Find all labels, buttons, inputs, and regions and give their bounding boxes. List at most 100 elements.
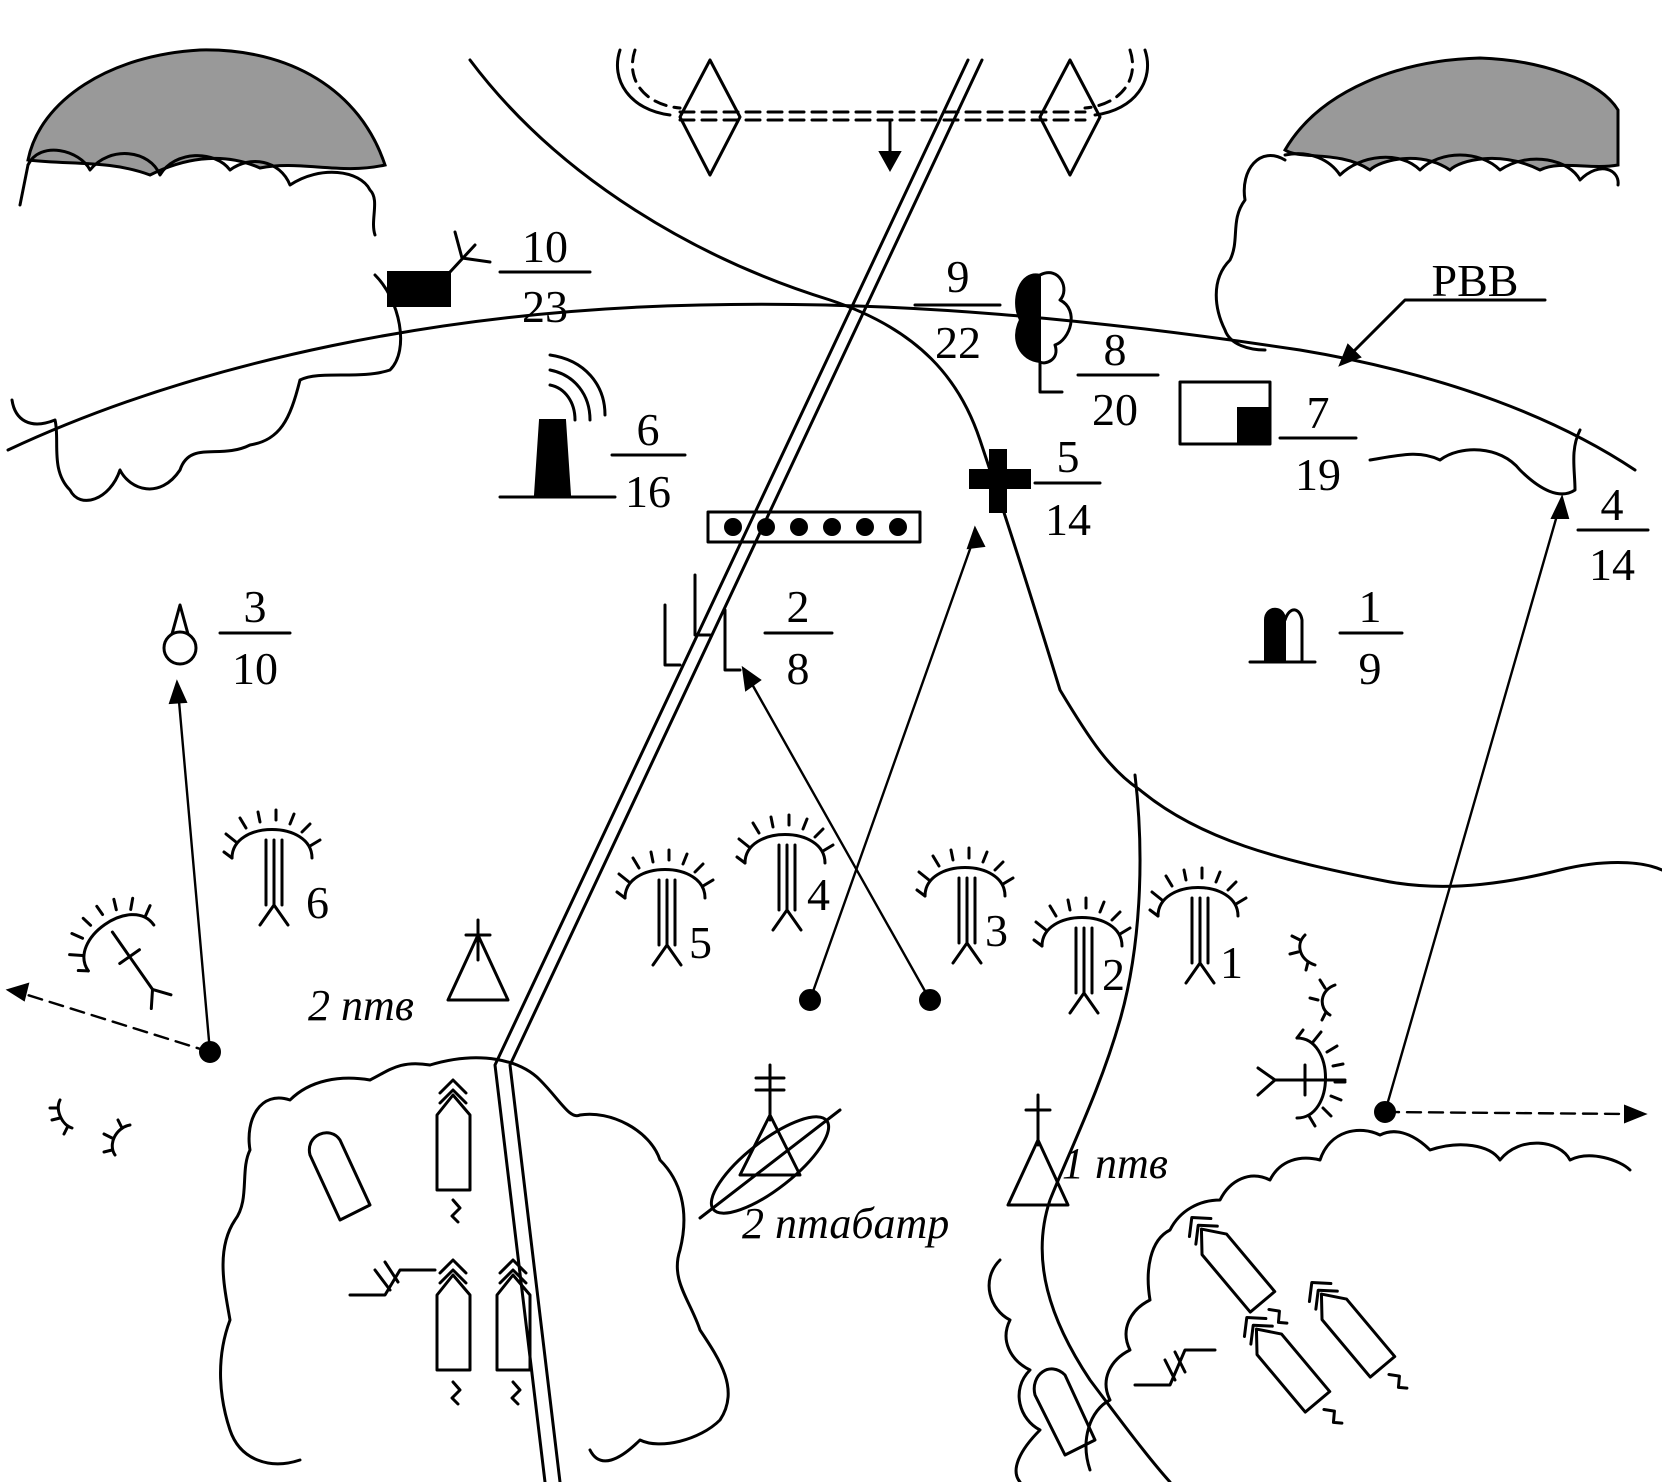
landmark-8-bottom: 20 <box>1092 384 1138 435</box>
landmark-8-label: 8 20 <box>1076 324 1160 435</box>
antitank-platoon-1-label: 1 птв <box>1062 1139 1168 1188</box>
landmark-4-bottom: 14 <box>1589 539 1635 590</box>
landmark-6-bottom: 16 <box>625 466 671 517</box>
landmark-4-top: 4 <box>1601 479 1624 530</box>
landmark-1-bottom: 9 <box>1359 643 1382 694</box>
forest-top-left <box>10 148 403 502</box>
position-5-number: 5 <box>689 917 712 968</box>
road-left-edge <box>493 58 970 1482</box>
landmark-10-label: 10 23 <box>498 221 592 332</box>
position-2: 2 <box>1032 896 1132 1015</box>
position-3: 3 <box>915 846 1015 965</box>
enemy-arc-right <box>1093 48 1150 117</box>
landmark-6-top: 6 <box>637 404 660 455</box>
antitank-platoon-2: 2 птв <box>308 918 510 1030</box>
tank-bl-3 <box>435 1258 472 1406</box>
position-4-number: 4 <box>807 869 830 920</box>
position-2-number: 2 <box>1102 949 1125 1000</box>
landmark-7-bottom: 19 <box>1295 449 1341 500</box>
position-4: 4 <box>735 813 835 932</box>
antitank-units: 2 птв 1 птв 2 птабатр <box>308 918 1168 1248</box>
enemy-post-diamond-right <box>1038 58 1102 177</box>
landmark-6-label: 6 16 <box>610 404 687 517</box>
forest-top-left-edge <box>18 163 30 207</box>
landmark-7-top: 7 <box>1307 387 1330 438</box>
rvv-leader <box>1343 298 1547 362</box>
landmark-9-top: 9 <box>947 251 970 302</box>
enemy-arc-left-inner <box>630 48 682 110</box>
landmark-4-label: 4 14 <box>1576 479 1650 590</box>
landmark-5-label: 5 14 <box>1033 431 1102 545</box>
tank-bl-4 <box>495 1258 532 1406</box>
hill-top-right-shade <box>1282 56 1620 172</box>
rvv-line <box>6 302 1637 472</box>
forest-top-right <box>1214 152 1620 352</box>
landmark-6-icon <box>498 353 617 499</box>
river-branch <box>1040 773 1172 1482</box>
landmarks-layer: 10 23 9 22 8 20 7 19 <box>162 221 1650 694</box>
landmark-1-top: 1 <box>1359 581 1382 632</box>
terrain <box>10 48 1632 1482</box>
landmark-10-icon <box>387 230 492 307</box>
rvv-leader-arrow <box>1338 343 1362 367</box>
landmark-1-label: 1 9 <box>1338 581 1404 694</box>
road-right-edge <box>508 58 984 1482</box>
enemy-arrowhead <box>878 151 902 173</box>
small-trench-2 <box>102 1118 132 1157</box>
landmark-3-icon <box>162 603 198 666</box>
landmark-2-icon <box>663 573 742 672</box>
tank-br-2 <box>1307 1281 1409 1390</box>
position-right-trench <box>1295 1028 1347 1128</box>
hill-top-left-shade <box>26 48 387 177</box>
landmark-2-bottom: 8 <box>787 643 810 694</box>
landmark-3-label: 3 10 <box>218 581 292 694</box>
firing-positions: 6 5 4 3 <box>48 808 1347 1157</box>
enemy-arc-left <box>615 48 672 117</box>
landmark-3-bottom: 10 <box>232 643 278 694</box>
landmark-9-bottom: 22 <box>935 317 981 368</box>
barrier-br <box>1133 1348 1217 1387</box>
landmark-9-label: 9 22 <box>913 251 1002 368</box>
right-weapon <box>1256 1063 1347 1097</box>
position-5: 5 <box>615 848 715 968</box>
antitank-battery-2: 2 птабатр <box>698 1063 949 1248</box>
landmark-10-top: 10 <box>522 221 568 272</box>
position-6-number: 6 <box>306 877 329 928</box>
sector-lines <box>5 494 1648 1124</box>
landmark-10-bottom: 23 <box>522 281 568 332</box>
position-6: 6 <box>222 808 329 928</box>
landmark-5-bottom: 14 <box>1045 494 1091 545</box>
barrier-bl <box>348 1260 437 1297</box>
position-left-trench <box>68 896 173 1011</box>
landmark-5-top: 5 <box>1057 431 1080 482</box>
landmark-7-icon <box>1178 380 1272 446</box>
linear-features <box>6 58 1662 1482</box>
vehicle-br-4 <box>1032 1367 1097 1457</box>
small-trench-3 <box>1288 933 1317 972</box>
vehicles <box>307 1078 1409 1457</box>
landmark-1-icon <box>1248 607 1317 664</box>
enemy-post-diamond-left <box>678 58 742 177</box>
enemy-arc-right-inner <box>1083 48 1135 110</box>
tank-br-1 <box>1187 1216 1289 1325</box>
obstacle-bar <box>706 510 922 544</box>
landmark-7-label: 7 19 <box>1278 387 1358 500</box>
forest-bottom-left <box>219 1056 730 1466</box>
forest-right-edge <box>1368 428 1582 496</box>
antitank-battery-2-label: 2 птабатр <box>742 1199 949 1248</box>
antitank-platoon-2-label: 2 птв <box>308 981 414 1030</box>
position-3-number: 3 <box>985 905 1008 956</box>
rvv-label: РВВ <box>1432 255 1519 306</box>
position-1-number: 1 <box>1220 937 1243 988</box>
landmark-2-top: 2 <box>787 581 810 632</box>
river-line <box>468 58 1662 888</box>
landmark-3-top: 3 <box>244 581 267 632</box>
vehicle-bl-2 <box>307 1131 372 1222</box>
landmark-5-icon <box>969 449 1031 513</box>
landmark-2-label: 2 8 <box>763 581 834 694</box>
tank-br-3 <box>1242 1316 1344 1425</box>
landmark-8-top: 8 <box>1104 324 1127 375</box>
landmark-8-icon <box>1015 271 1073 394</box>
position-1: 1 <box>1148 866 1248 988</box>
